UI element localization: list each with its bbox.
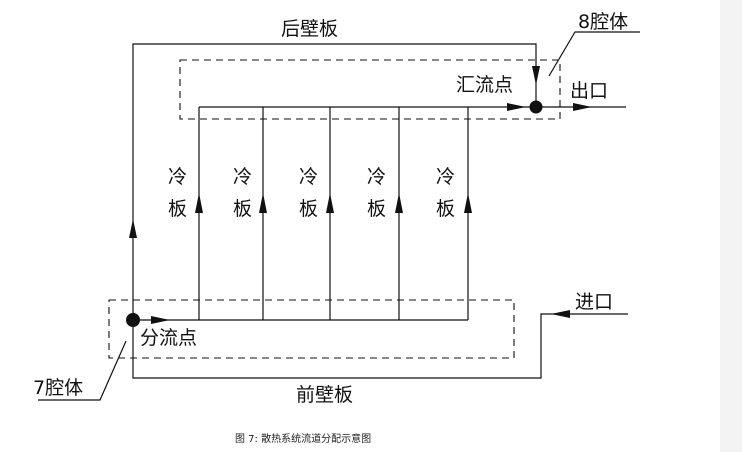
arrow-up-left-riser [129, 219, 137, 238]
cavity-7-label: 7腔体 [33, 377, 83, 399]
front-wall-label: 前壁板 [296, 384, 353, 406]
arrow-up-plate-1 [195, 193, 203, 213]
arrow-inlet [551, 310, 570, 318]
arrow-down-confluence [532, 66, 540, 85]
cavity-8-leader [548, 31, 640, 77]
arrow-up-plate-3 [326, 193, 334, 213]
cold-plate-label-1b: 板 [168, 198, 187, 220]
cold-plate-label-2b: 板 [233, 198, 252, 220]
cold-plate-label-3a: 冷 [299, 166, 318, 188]
confluence-label: 汇流点 [456, 74, 513, 96]
cold-plate-label-5b: 板 [436, 198, 455, 220]
cold-plate-label-2a: 冷 [233, 166, 252, 188]
cold-plate-label-1a: 冷 [168, 166, 187, 188]
arrow-right-top-manifold [507, 103, 526, 111]
rear-wall-label: 后壁板 [281, 18, 338, 40]
front-wall-pipe [132, 313, 628, 379]
split-label: 分流点 [140, 327, 197, 349]
inlet-label: 进口 [575, 291, 613, 313]
cavity-8-label: 8腔体 [578, 11, 628, 33]
arrow-right-split [151, 316, 170, 324]
cold-plate-label-5a: 冷 [436, 166, 455, 188]
cavity-8-box [179, 59, 561, 120]
cold-plate-label-4a: 冷 [367, 166, 386, 188]
arrow-up-plate-4 [395, 193, 403, 213]
cavity-7-box [108, 299, 515, 359]
cold-plate-label-4b: 板 [367, 198, 386, 220]
cavity-7-leader [38, 340, 127, 401]
arrow-up-plate-5 [464, 193, 472, 213]
arrow-up-plate-2 [259, 193, 267, 213]
right-edge-strip [720, 0, 742, 452]
outlet-label: 出口 [570, 80, 608, 102]
arrow-outlet [573, 103, 592, 111]
confluence-node [529, 100, 543, 114]
figure-caption: 图 7: 散热系统流道分配示意图 [235, 432, 371, 445]
cold-plate-label-3b: 板 [299, 198, 318, 220]
split-node [126, 313, 140, 327]
